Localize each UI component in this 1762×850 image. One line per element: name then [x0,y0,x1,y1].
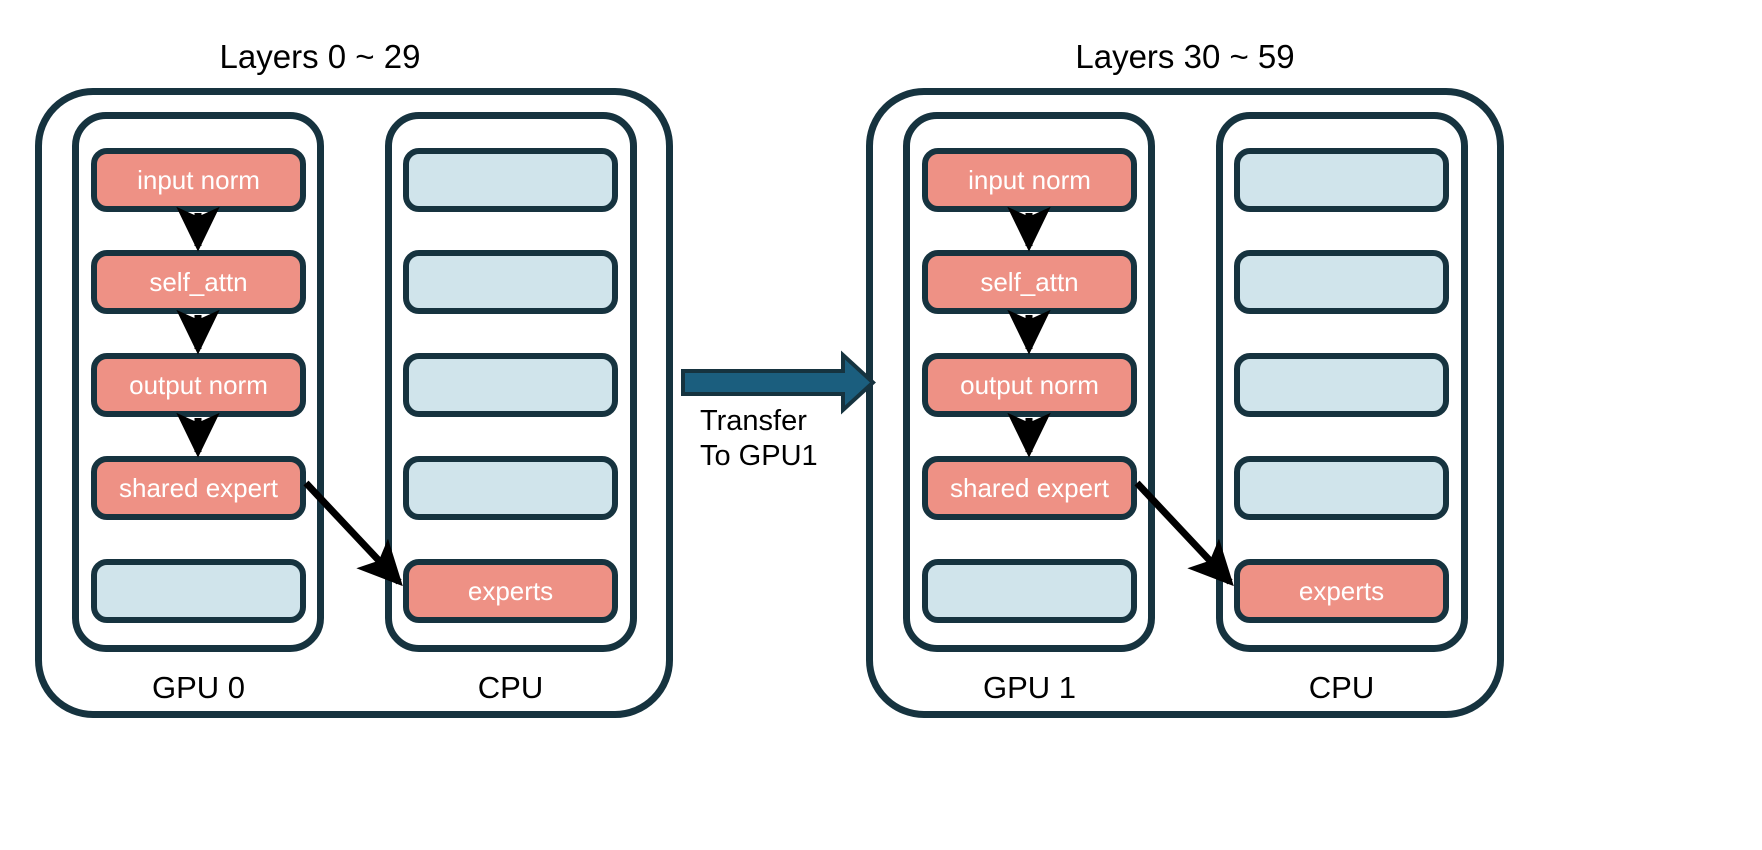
block-cpu0-slot-3[interactable] [403,353,618,417]
block-gpu1-self-attn[interactable]: self_attn [922,250,1137,314]
block-cpu1-slot-2[interactable] [1234,250,1449,314]
block-cpu1-slot-4[interactable] [1234,456,1449,520]
block-gpu0-self-attn[interactable]: self_attn [91,250,306,314]
transfer-label-line1: Transfer [700,405,807,437]
block-gpu0-placeholder[interactable] [91,559,306,623]
block-cpu1-experts[interactable]: experts [1234,559,1449,623]
group-title-left: Layers 0 ~ 29 [219,38,421,75]
block-gpu1-shared-expert[interactable]: shared expert [922,456,1137,520]
block-gpu1-placeholder[interactable] [922,559,1137,623]
block-cpu0-slot-4[interactable] [403,456,618,520]
block-gpu0-output-norm[interactable]: output norm [91,353,306,417]
device-label-cpu0: CPU [477,670,544,705]
block-gpu1-output-norm[interactable]: output norm [922,353,1137,417]
block-gpu1-input-norm[interactable]: input norm [922,148,1137,212]
block-cpu0-experts[interactable]: experts [403,559,618,623]
block-cpu0-slot-1[interactable] [403,148,618,212]
group-title-right: Layers 30 ~ 59 [1075,38,1295,75]
device-label-cpu1: CPU [1308,670,1375,705]
block-cpu0-slot-2[interactable] [403,250,618,314]
block-gpu0-input-norm[interactable]: input norm [91,148,306,212]
block-cpu1-slot-3[interactable] [1234,353,1449,417]
block-cpu1-slot-1[interactable] [1234,148,1449,212]
block-gpu0-shared-expert[interactable]: shared expert [91,456,306,520]
device-label-gpu0: GPU 0 [151,670,246,705]
transfer-label: Transfer To GPU1 [700,404,818,475]
transfer-arrow-icon [681,350,876,415]
transfer-label-line2: To GPU1 [700,440,818,473]
device-label-gpu1: GPU 1 [982,670,1077,705]
